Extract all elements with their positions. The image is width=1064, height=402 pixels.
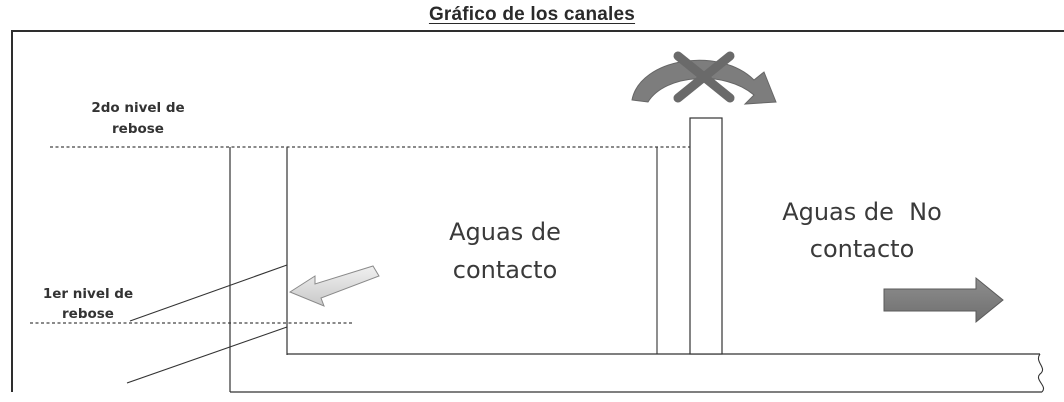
second-overflow-label-line2: rebose (112, 121, 164, 137)
right-arrow-icon (883, 276, 1004, 324)
curved-arrow-with-x-icon (631, 51, 777, 105)
diagram-frame (11, 30, 1064, 392)
first-overflow-label-line1: 1er nivel de (43, 286, 133, 302)
noncontact-water-label-line1: Aguas de No (782, 198, 942, 226)
second-overflow-label-line1: 2do nivel de (91, 100, 184, 116)
left-arrow-icon (288, 265, 380, 307)
page-title: Gráfico de los canales (428, 4, 636, 25)
noncontact-water-label-line2: contacto (810, 235, 915, 263)
first-overflow-label-line2: rebose (62, 306, 114, 322)
outlet-pipe-lower (126, 326, 288, 384)
channel-break-symbol (1038, 353, 1044, 393)
divider-wall (689, 117, 723, 355)
contact-water-label-line1: Aguas de (449, 218, 561, 246)
outlet-pipe-upper (129, 264, 288, 322)
contact-water-label-line2: contacto (453, 256, 558, 284)
